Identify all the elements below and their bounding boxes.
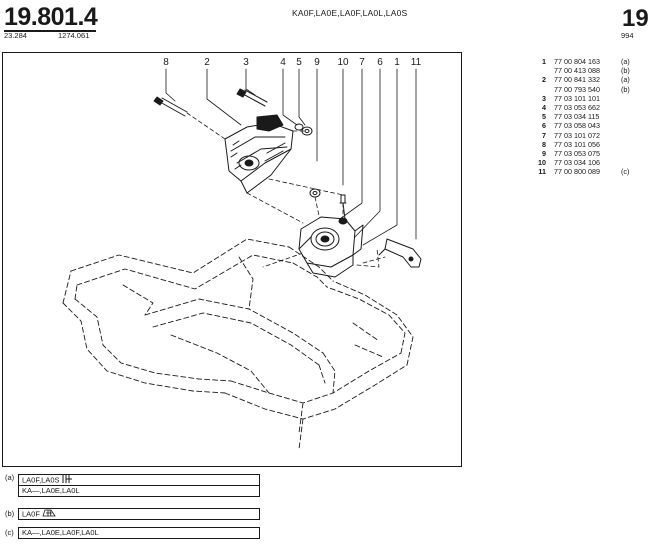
engine-mount-diagram: 8 2 3 4 5 9 10 7 6 1 11: [62, 57, 422, 450]
part-index: 3: [542, 93, 546, 103]
part-variant: (c): [621, 167, 630, 177]
variant-b-line-1: LA0F: [22, 509, 40, 519]
part-row: 4 77 03 053 662: [532, 103, 636, 112]
part-number: 77 03 034 106: [554, 158, 600, 168]
figure-frame: [2, 52, 462, 467]
subframe-outline: [62, 238, 414, 450]
part-index: 5: [542, 112, 546, 122]
bolt-8: [153, 96, 188, 117]
part-row: 11 77 00 800 089 (c): [532, 167, 636, 176]
variant-code-a: (a): [5, 473, 15, 482]
variant-a-line-1: LA0F,LA0S: [22, 475, 60, 485]
part-row: 8 77 03 101 056: [532, 140, 636, 149]
part-number: 77 00 413 088: [554, 66, 600, 76]
part-index: 9: [542, 148, 546, 158]
variant-box-a: LA0F,LA0S KA—,LA0E,LA0L: [18, 474, 260, 497]
next-page-sub-reference: 994: [621, 31, 634, 40]
next-page-reference: 19: [622, 5, 649, 32]
vehicle-codes-title: KA0F,LA0E,LA0F,LA0L,LA0S: [292, 8, 408, 18]
callout-3: 3: [243, 57, 249, 68]
part-row: 2 77 00 841 332 (a): [532, 75, 636, 84]
callout-2: 2: [204, 57, 210, 68]
bolt-3: [236, 88, 268, 107]
part-index: 10: [538, 158, 546, 168]
part-number: 77 00 841 332: [554, 75, 600, 85]
callout-4: 4: [280, 57, 286, 68]
callout-9: 9: [314, 57, 320, 68]
part-index: 8: [542, 139, 546, 149]
part-number: 77 00 800 089: [554, 167, 600, 177]
automatic-gearbox-icon: [42, 509, 56, 520]
variant-c-line-1: KA—,LA0E,LA0F,LA0L: [22, 528, 99, 537]
variant-box-c: KA—,LA0E,LA0F,LA0L: [18, 527, 260, 539]
page-reference: 19.801.4: [4, 3, 98, 31]
part-row: 77 00 793 540 (b): [532, 85, 636, 94]
callout-11: 11: [411, 57, 422, 68]
part-row: 6 77 03 058 043: [532, 121, 636, 130]
part-row: 9 77 03 053 075: [532, 149, 636, 158]
part-row: 77 00 413 088 (b): [532, 66, 636, 75]
callout-5: 5: [296, 57, 302, 68]
callout-1: 1: [394, 57, 400, 68]
part-row: 10 77 03 034 106: [532, 158, 636, 167]
upper-mount-bracket: [224, 114, 294, 194]
part-number: 77 00 793 540: [554, 84, 600, 94]
part-variant: (b): [621, 66, 630, 76]
part-row: 5 77 03 034 115: [532, 112, 636, 121]
part-variant: (b): [621, 84, 630, 94]
part-row: 7 77 03 101 072: [532, 131, 636, 140]
part-row: 1 77 00 804 163 (a): [532, 57, 636, 66]
lower-engine-mount: [298, 194, 364, 278]
part-number: 77 00 804 163: [554, 57, 600, 66]
part-number: 77 03 053 662: [554, 102, 600, 112]
variant-box-b: LA0F: [18, 508, 260, 520]
part-number: 77 03 101 101: [554, 93, 600, 103]
part-index: 1: [542, 57, 546, 66]
variant-code-b: (b): [5, 509, 15, 518]
part-number: 77 03 101 072: [554, 130, 600, 140]
callout-7: 7: [359, 57, 365, 68]
part-index: 11: [538, 167, 546, 177]
part-number: 77 03 058 043: [554, 121, 600, 131]
part-variant: (a): [621, 57, 630, 66]
washer-9: [309, 188, 321, 198]
part-number: 77 03 101 056: [554, 139, 600, 149]
part-row: 3 77 03 101 101: [532, 94, 636, 103]
callout-8: 8: [163, 57, 169, 68]
sub-reference-b: 1274.061: [58, 31, 90, 40]
variant-code-c: (c): [5, 528, 14, 537]
variant-a-line-2: KA—,LA0E,LA0L: [19, 485, 259, 496]
part-index: 7: [542, 130, 546, 140]
reference-underline: [4, 30, 96, 32]
sub-reference-a: 23.284: [4, 31, 27, 40]
bracket-11: [378, 238, 422, 268]
part-index: 4: [542, 102, 546, 112]
part-number: 77 03 053 075: [554, 148, 600, 158]
callout-6: 6: [377, 57, 383, 68]
vertical-bars-icon: [62, 475, 72, 486]
part-index: 2: [542, 75, 546, 85]
part-index: 6: [542, 121, 546, 131]
part-number: 77 03 034 115: [554, 112, 600, 122]
part-variant: (a): [621, 75, 630, 85]
callout-10: 10: [337, 57, 349, 68]
washer-4: [294, 123, 304, 131]
